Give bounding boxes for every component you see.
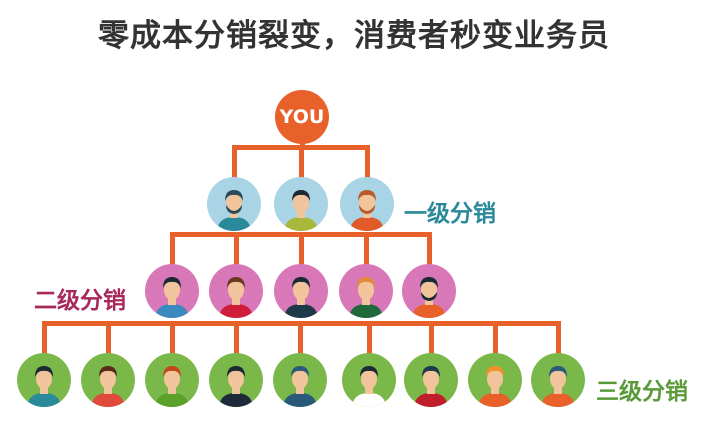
connector	[234, 232, 239, 268]
person-avatar-level-3	[81, 353, 135, 407]
person-icon	[155, 277, 189, 318]
root-node-you: YOU	[275, 90, 329, 144]
connector	[364, 232, 369, 268]
person-icon	[219, 366, 253, 407]
connector	[234, 321, 239, 357]
person-avatar-level-2	[402, 264, 456, 318]
person-avatar-level-3	[468, 353, 522, 407]
person-icon	[478, 366, 512, 407]
person-icon	[91, 366, 125, 407]
connector	[42, 321, 47, 357]
connector	[299, 145, 304, 181]
connector	[493, 321, 498, 357]
connector	[170, 232, 175, 268]
connector	[298, 321, 303, 357]
person-icon	[284, 190, 318, 231]
person-avatar-level-1	[340, 177, 394, 231]
person-icon	[350, 190, 384, 231]
person-avatar-level-1	[207, 177, 261, 231]
person-icon	[352, 366, 386, 407]
person-avatar-level-2	[339, 264, 393, 318]
level-3-label: 三级分销	[596, 379, 688, 405]
person-icon	[155, 366, 189, 407]
connector	[367, 321, 372, 357]
connector	[429, 321, 434, 357]
level-1-label: 一级分销	[404, 201, 496, 227]
connector	[556, 321, 561, 357]
person-icon	[217, 190, 251, 231]
connector	[106, 321, 111, 357]
person-icon	[541, 366, 575, 407]
person-icon	[284, 277, 318, 318]
level-2-label: 二级分销	[34, 288, 126, 314]
person-icon	[349, 277, 383, 318]
person-avatar-level-3	[342, 353, 396, 407]
person-avatar-level-2	[145, 264, 199, 318]
person-icon	[412, 277, 446, 318]
person-icon	[414, 366, 448, 407]
person-avatar-level-1	[274, 177, 328, 231]
connector	[232, 145, 237, 181]
person-icon	[283, 366, 317, 407]
person-avatar-level-2	[209, 264, 263, 318]
connector	[365, 145, 370, 181]
person-avatar-level-3	[17, 353, 71, 407]
person-avatar-level-3	[145, 353, 199, 407]
page-title: 零成本分销裂变，消费者秒变业务员	[98, 18, 610, 54]
connector	[427, 232, 432, 268]
person-avatar-level-3	[531, 353, 585, 407]
person-avatar-level-3	[209, 353, 263, 407]
person-avatar-level-3	[404, 353, 458, 407]
connector	[299, 232, 304, 268]
person-icon	[219, 277, 253, 318]
person-icon	[27, 366, 61, 407]
connector	[170, 321, 175, 357]
person-avatar-level-2	[274, 264, 328, 318]
person-avatar-level-3	[273, 353, 327, 407]
